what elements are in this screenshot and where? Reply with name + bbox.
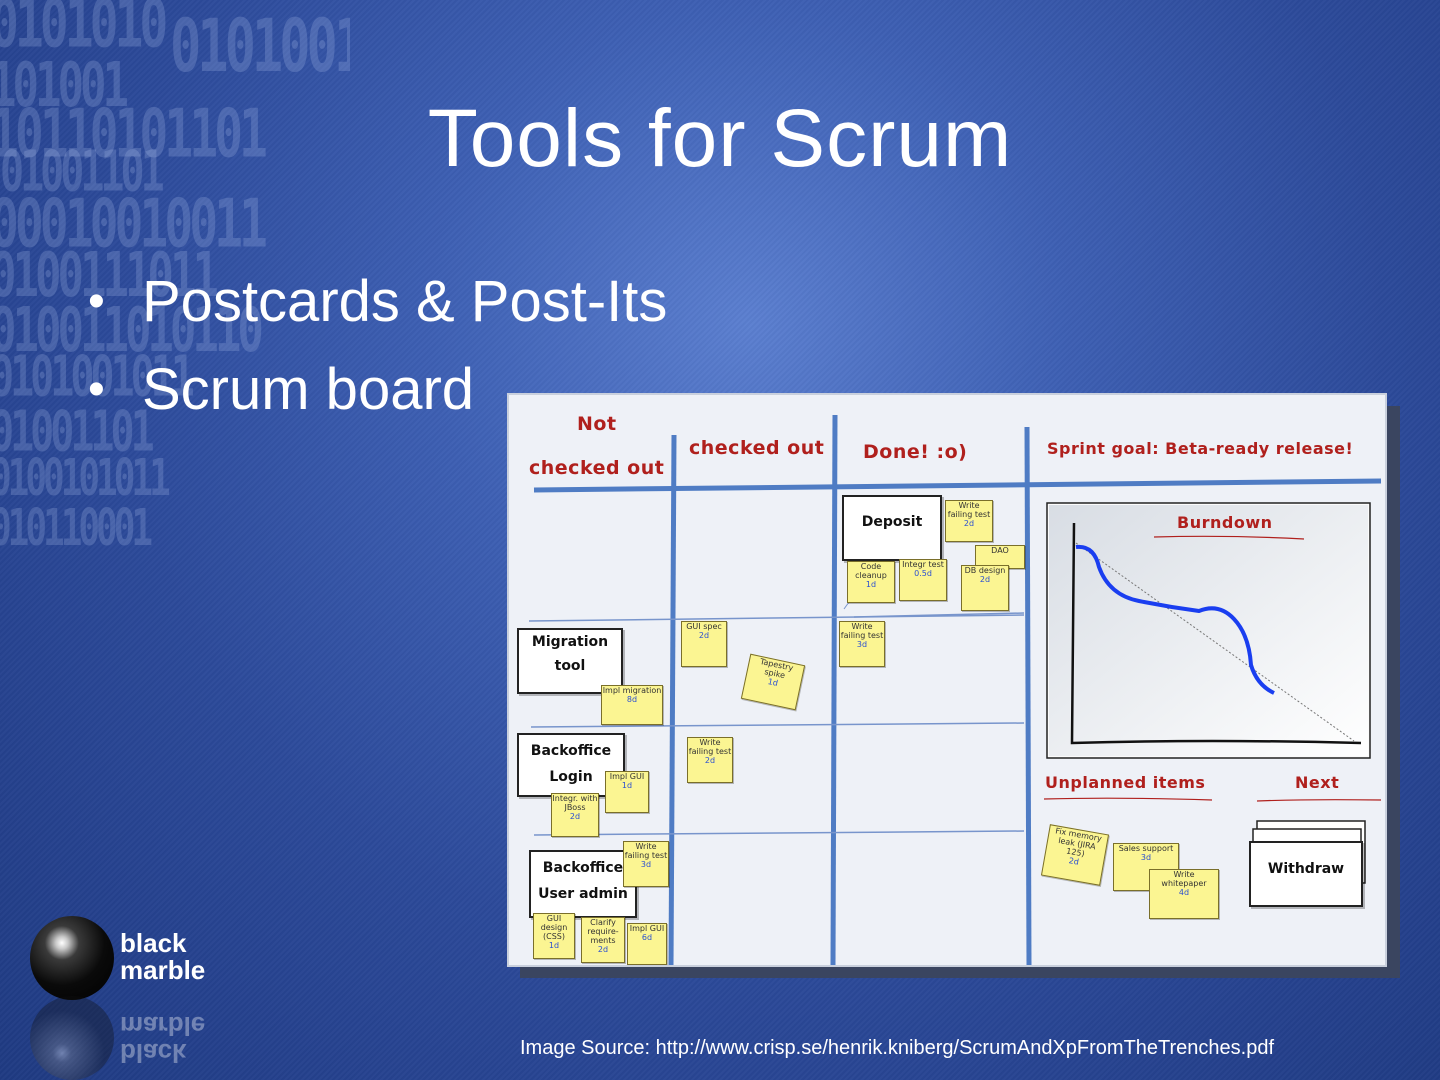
- image-source-caption: Image Source: http://www.crisp.se/henrik…: [520, 1037, 1274, 1060]
- story-card-line: tool: [519, 658, 621, 674]
- story-card-line: Backoffice: [531, 860, 635, 876]
- binary-line: 0101001: [170, 5, 350, 89]
- column-header-not-checked-out: Not: [577, 413, 617, 435]
- task-note-label: Impl migration: [602, 686, 662, 695]
- story-card-line: Backoffice: [519, 743, 623, 759]
- task-note: GUI design (CSS)1d: [533, 913, 575, 959]
- task-estimate: 0.5d: [900, 569, 946, 578]
- task-note-label: Sales support: [1114, 844, 1178, 853]
- task-note-label: Write whitepaper: [1150, 870, 1218, 888]
- task-note: Fix memory leak (JIRA 125)2d: [1041, 824, 1109, 886]
- logo-line: black: [120, 1039, 205, 1066]
- scrum-board-image: Not checked out checked out Done! :o) Sp…: [507, 393, 1387, 967]
- task-note-label: Write failing test: [840, 622, 884, 640]
- bullet-item: Postcards & Post-Its: [88, 262, 667, 350]
- task-note-label: DB design: [962, 566, 1008, 575]
- logo-line: black: [120, 930, 205, 957]
- story-card-withdraw: Withdraw: [1249, 841, 1363, 907]
- black-marble-logo-icon: [30, 916, 114, 1000]
- story-card-line: Migration: [519, 634, 621, 650]
- column-header-not-checked-out: checked out: [529, 457, 664, 479]
- task-note-label: Code cleanup: [848, 562, 894, 580]
- logo-line: marble: [120, 1012, 205, 1039]
- task-note-label: Impl GUI: [606, 772, 648, 781]
- task-estimate: 4d: [1150, 888, 1218, 897]
- task-estimate: 2d: [962, 575, 1008, 584]
- task-note-label: GUI design (CSS): [534, 914, 574, 941]
- binary-line: 010110001: [0, 500, 149, 557]
- unplanned-items-title: Unplanned items: [1045, 773, 1205, 792]
- logo-reflection-ball: [30, 996, 114, 1080]
- task-estimate: 1d: [534, 941, 574, 950]
- sprint-goal: Sprint goal: Beta-ready release!: [1047, 439, 1353, 458]
- burndown-title: Burndown: [1177, 513, 1272, 532]
- task-estimate: 2d: [946, 519, 992, 528]
- task-note-label: Write failing test: [946, 501, 992, 519]
- logo-line: marble: [120, 957, 205, 984]
- slide-title: Tools for Scrum: [0, 92, 1440, 186]
- task-estimate: 1d: [848, 580, 894, 589]
- task-note-label: Clarify require-ments: [582, 918, 624, 945]
- story-card-backoffice-user-admin: Backoffice User admin: [529, 850, 637, 918]
- task-note-label: Impl GUI: [628, 924, 666, 933]
- column-header-checked-out: checked out: [689, 437, 824, 459]
- next-title: Next: [1295, 773, 1339, 792]
- task-note-label: Write failing test: [688, 738, 732, 756]
- task-note-label: Integr. with JBoss: [552, 794, 598, 812]
- task-estimate: 2d: [682, 631, 726, 640]
- story-card-line: User admin: [531, 886, 635, 902]
- binary-line: 0100101011: [0, 450, 167, 507]
- task-estimate: 3d: [624, 860, 668, 869]
- task-estimate: 3d: [840, 640, 884, 649]
- task-note-label: Write failing test: [624, 842, 668, 860]
- task-estimate: 2d: [688, 756, 732, 765]
- story-card-deposit: Deposit: [842, 495, 942, 561]
- logo-reflection: black marble: [30, 1000, 250, 1080]
- task-estimate: 2d: [582, 945, 624, 954]
- column-header-done: Done! :o): [863, 441, 967, 463]
- logo-text: black marble: [120, 930, 205, 984]
- task-estimate: 6d: [628, 933, 666, 942]
- logo-reflection-text: black marble: [120, 1012, 205, 1066]
- task-estimate: 1d: [606, 781, 648, 790]
- task-estimate: 2d: [552, 812, 598, 821]
- task-note-label: Integr test: [900, 560, 946, 569]
- task-estimate: 8d: [602, 695, 662, 704]
- task-note-label: GUI spec: [682, 622, 726, 631]
- task-estimate: 3d: [1114, 853, 1178, 862]
